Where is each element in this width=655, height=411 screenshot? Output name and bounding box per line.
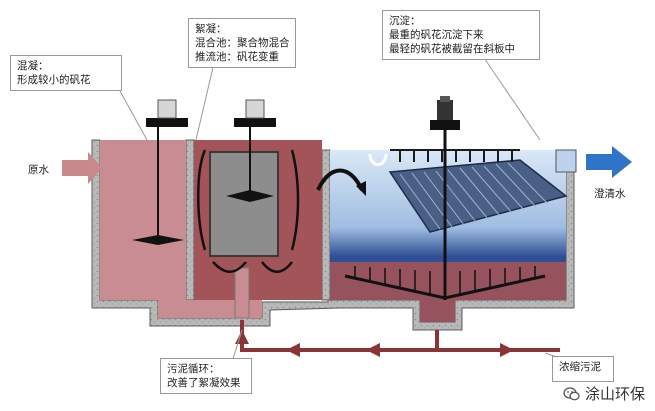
coagulation-callout: 混凝： 形成较小的矾花: [10, 55, 122, 91]
flocculation-callout-title: 絮凝：: [195, 23, 227, 35]
overflow-box: [555, 149, 577, 173]
pipe-flow-arrows: [235, 330, 514, 357]
coagulation-callout-text: 形成较小的矾花: [17, 74, 91, 86]
flow-swirl-icon: [368, 153, 388, 166]
thick-sludge-callout: 浓缩污泥: [552, 356, 614, 382]
wechat-icon: [563, 386, 580, 400]
clear-water-arrow: [586, 146, 632, 178]
flocculation-callout: 絮凝： 混合池：聚合物混合 推流池：矾花变重: [188, 18, 296, 68]
coagulation-basin: [100, 140, 186, 300]
watermark-text: 涂山环保: [584, 385, 645, 403]
settling-callout-heavy: 最重的矾花沉淀下来: [389, 29, 484, 41]
sludge-recycle-callout-title: 污泥循环：: [167, 363, 220, 375]
lamella-plates: [388, 159, 568, 233]
callout-leaders: [119, 51, 581, 366]
settling-callout-title: 沉淀：: [389, 15, 421, 27]
settling-callout: 沉淀： 最重的矾花沉淀下来 最轻的矾花被截留在斜板中: [382, 10, 540, 60]
circulation-arrows-icon: [197, 149, 300, 273]
collection-launders: [390, 149, 520, 162]
sludge-scraper: [344, 120, 546, 300]
transfer-arrowhead-icon: [356, 181, 366, 196]
flocculation-mixer: [226, 99, 276, 202]
sludge-recycle-callout-text: 改善了絮凝效果: [167, 377, 241, 389]
settled-sludge-layer: [330, 262, 566, 322]
scraper-motor-icon: [437, 96, 453, 120]
recycle-inlet-pipe: [234, 267, 250, 319]
clear-water-label: 澄清水: [594, 188, 626, 200]
settling-callout-light: 最轻的矾花被截留在斜板中: [389, 43, 515, 55]
flocculation-callout-plugflow: 推流池：矾花变重: [195, 51, 279, 63]
flocculation-draft-tube: [209, 151, 279, 257]
coagulation-callout-title: 混凝：: [17, 60, 49, 72]
thick-sludge-callout-text: 浓缩污泥: [559, 361, 601, 373]
raw-water-label: 原水: [28, 164, 49, 176]
sludge-recycle-callout: 污泥循环： 改善了絮凝效果: [160, 358, 252, 394]
flocculation-callout-mixing: 混合池：聚合物混合: [195, 37, 290, 49]
coagulation-mixer: [132, 99, 188, 245]
watermark: 涂山环保: [558, 382, 649, 405]
sludge-recycle-pipe: [240, 320, 560, 352]
transfer-arrow-icon: [316, 168, 364, 191]
raw-water-arrow: [62, 152, 102, 184]
